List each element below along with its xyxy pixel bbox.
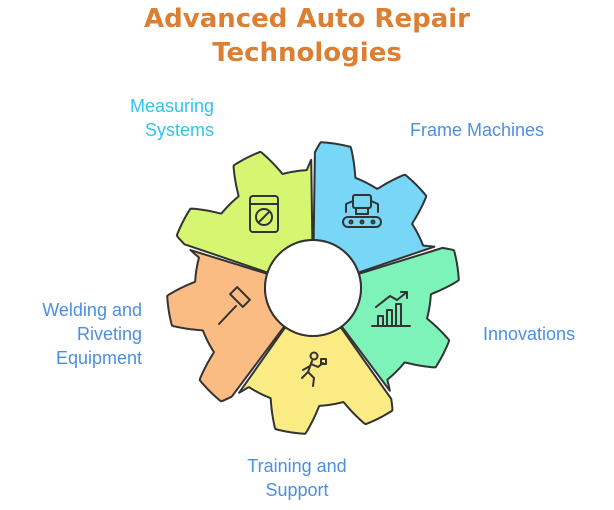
washing-machine-icon [249, 195, 279, 233]
person-lifting-icon [301, 351, 327, 387]
hammer-icon [218, 286, 251, 325]
growth-chart-icon [371, 291, 411, 327]
label-frame-machines: Frame Machines [410, 120, 545, 140]
label-training-support: Training and Support [247, 456, 347, 500]
gear-sector-measuring [312, 141, 436, 274]
label-welding-riveting: Welding and Riveting Equipment [42, 300, 142, 368]
gear-sector-welding [175, 150, 314, 274]
title-line-2: Technologies [212, 38, 402, 68]
diagram-title: Advanced Auto Repair Technologies [0, 2, 614, 70]
label-innovations: Innovations [483, 324, 576, 344]
label-measuring-systems: Measuring Systems [129, 96, 214, 140]
gear-sector-training [166, 249, 286, 403]
gear-hub [264, 239, 362, 337]
gear-sector-innovations [238, 326, 394, 435]
title-line-1: Advanced Auto Repair [144, 4, 470, 34]
robot-conveyor-icon [342, 194, 382, 228]
